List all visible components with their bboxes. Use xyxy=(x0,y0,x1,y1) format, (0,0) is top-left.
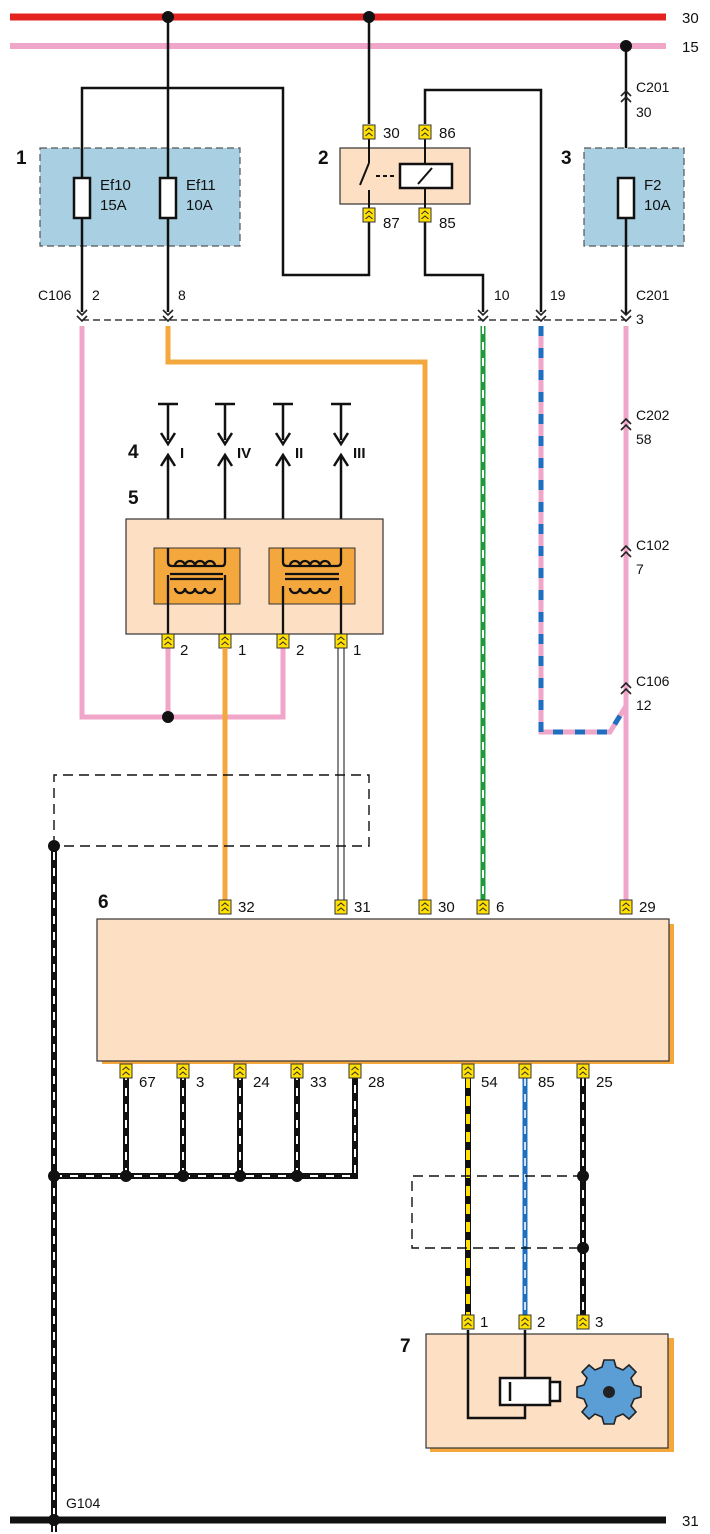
gear-icon xyxy=(576,1359,642,1425)
splice-bus30-b xyxy=(363,11,375,23)
fuse-ef11 xyxy=(158,176,178,220)
wire-relay-85 xyxy=(423,222,485,312)
conn-c106-label: C106 xyxy=(38,287,72,303)
conn-c106-pin10: 10 xyxy=(494,287,510,303)
conn-c106-pin2: 2 xyxy=(92,287,100,303)
conn-c106-pin8: 8 xyxy=(178,287,186,303)
plug-label-II: II xyxy=(295,445,303,462)
relay-pin-87: 87 xyxy=(383,215,400,232)
relay-pin-30: 30 xyxy=(383,125,400,142)
ecu-pin-3: 3 xyxy=(196,1074,204,1091)
ecu-pin-85: 85 xyxy=(538,1074,555,1091)
wire-orange-ecu30 xyxy=(165,326,428,900)
conn-c106-low-pin: 12 xyxy=(636,697,652,713)
fuse-ef10-name: Ef10 xyxy=(100,177,131,194)
splice-gnd-ground xyxy=(48,1514,60,1526)
plug-label-I: I xyxy=(180,445,184,462)
wire-pink-coil-feed xyxy=(79,326,286,720)
coil-pin-3: 2 xyxy=(296,642,304,659)
component-4-label: 4 xyxy=(128,442,139,463)
coil-pin-2: 1 xyxy=(238,642,246,659)
fuse-f2-name: F2 xyxy=(644,177,662,194)
plug-label-III: III xyxy=(353,445,366,462)
ecu-pin-24: 24 xyxy=(253,1074,270,1091)
sensor-pin-1: 1 xyxy=(480,1314,488,1331)
ecu-pin-33: 33 xyxy=(310,1074,327,1091)
ecu-pin-67: 67 xyxy=(139,1074,156,1091)
fuse-ef10 xyxy=(72,176,92,220)
component-1-label: 1 xyxy=(16,148,27,169)
ecu-pin-30: 30 xyxy=(438,899,455,916)
fuse-ef11-rating: 10A xyxy=(186,197,213,214)
shield-box-left xyxy=(53,774,370,847)
ecu-pin-31: 31 xyxy=(354,899,371,916)
wire-ef10-feed xyxy=(80,86,371,277)
conn-c102: C102 xyxy=(636,537,670,553)
splice-shield xyxy=(48,840,60,852)
plug-label-IV: IV xyxy=(237,445,251,462)
ecu-pin-32: 32 xyxy=(238,899,255,916)
ecu-pin-6: 6 xyxy=(496,899,504,916)
splice-shield-r2 xyxy=(577,1242,589,1254)
splice-gnd-d xyxy=(234,1170,246,1182)
conn-c201-top: C201 xyxy=(636,79,670,95)
relay-pin-86: 86 xyxy=(439,125,456,142)
bus-31-label: 31 xyxy=(682,1513,699,1530)
component-2-label: 2 xyxy=(318,148,329,169)
ground-wires xyxy=(51,846,586,1532)
ecu-6 xyxy=(96,918,670,1062)
fuse-f2-rating: 10A xyxy=(644,197,671,214)
conn-c106-pin19: 19 xyxy=(550,287,566,303)
component-7-label: 7 xyxy=(400,1336,411,1357)
ecu-pin-54: 54 xyxy=(481,1074,498,1091)
splice-coil-feed xyxy=(162,711,174,723)
ecu-pin-28: 28 xyxy=(368,1074,385,1091)
relay-coil-slash xyxy=(417,167,433,185)
wire-pinkblue-stripe xyxy=(538,326,629,735)
ecu-pin-29: 29 xyxy=(639,899,656,916)
sensor-pin-3: 3 xyxy=(595,1314,603,1331)
wire-relay-86 xyxy=(423,88,543,312)
fuse-ef10-rating: 15A xyxy=(100,197,127,214)
fuse-ef11-name: Ef11 xyxy=(186,177,216,194)
splice-bus30-a xyxy=(162,11,174,23)
splice-shield-r1 xyxy=(577,1170,589,1182)
splice-gnd-e xyxy=(291,1170,303,1182)
splice-gnd-c xyxy=(177,1170,189,1182)
coil-pin-1: 2 xyxy=(180,642,188,659)
conn-c201-bottom-pin: 3 xyxy=(636,311,644,327)
sensor-coil xyxy=(466,1330,562,1420)
coil-pin-4: 1 xyxy=(353,642,361,659)
conn-c202: C202 xyxy=(636,407,670,423)
splice-gnd-a xyxy=(48,1170,60,1182)
conn-c202-pin: 58 xyxy=(636,431,652,447)
shield-box-right xyxy=(411,1175,583,1249)
component-5-label: 5 xyxy=(128,488,139,509)
splice-gnd-b xyxy=(120,1170,132,1182)
relay-switch-blade xyxy=(359,162,370,186)
bus-15-label: 15 xyxy=(682,39,699,56)
bus-30-label: 30 xyxy=(682,10,699,27)
component-6-label: 6 xyxy=(98,892,109,913)
fuse-f2 xyxy=(616,176,636,220)
ground-g104-label: G104 xyxy=(66,1495,100,1511)
relay-pin-85: 85 xyxy=(439,215,456,232)
coil-windings xyxy=(166,548,343,640)
wire-pinkblue xyxy=(538,326,629,735)
conn-c201-bottom: C201 xyxy=(636,287,670,303)
ecu-pin-25: 25 xyxy=(596,1074,613,1091)
component-3-label: 3 xyxy=(561,148,572,169)
conn-c102-pin: 7 xyxy=(636,561,644,577)
conn-c201-top-pin: 30 xyxy=(636,104,652,120)
conn-c106-low: C106 xyxy=(636,673,670,689)
sensor-pin-2: 2 xyxy=(537,1314,545,1331)
